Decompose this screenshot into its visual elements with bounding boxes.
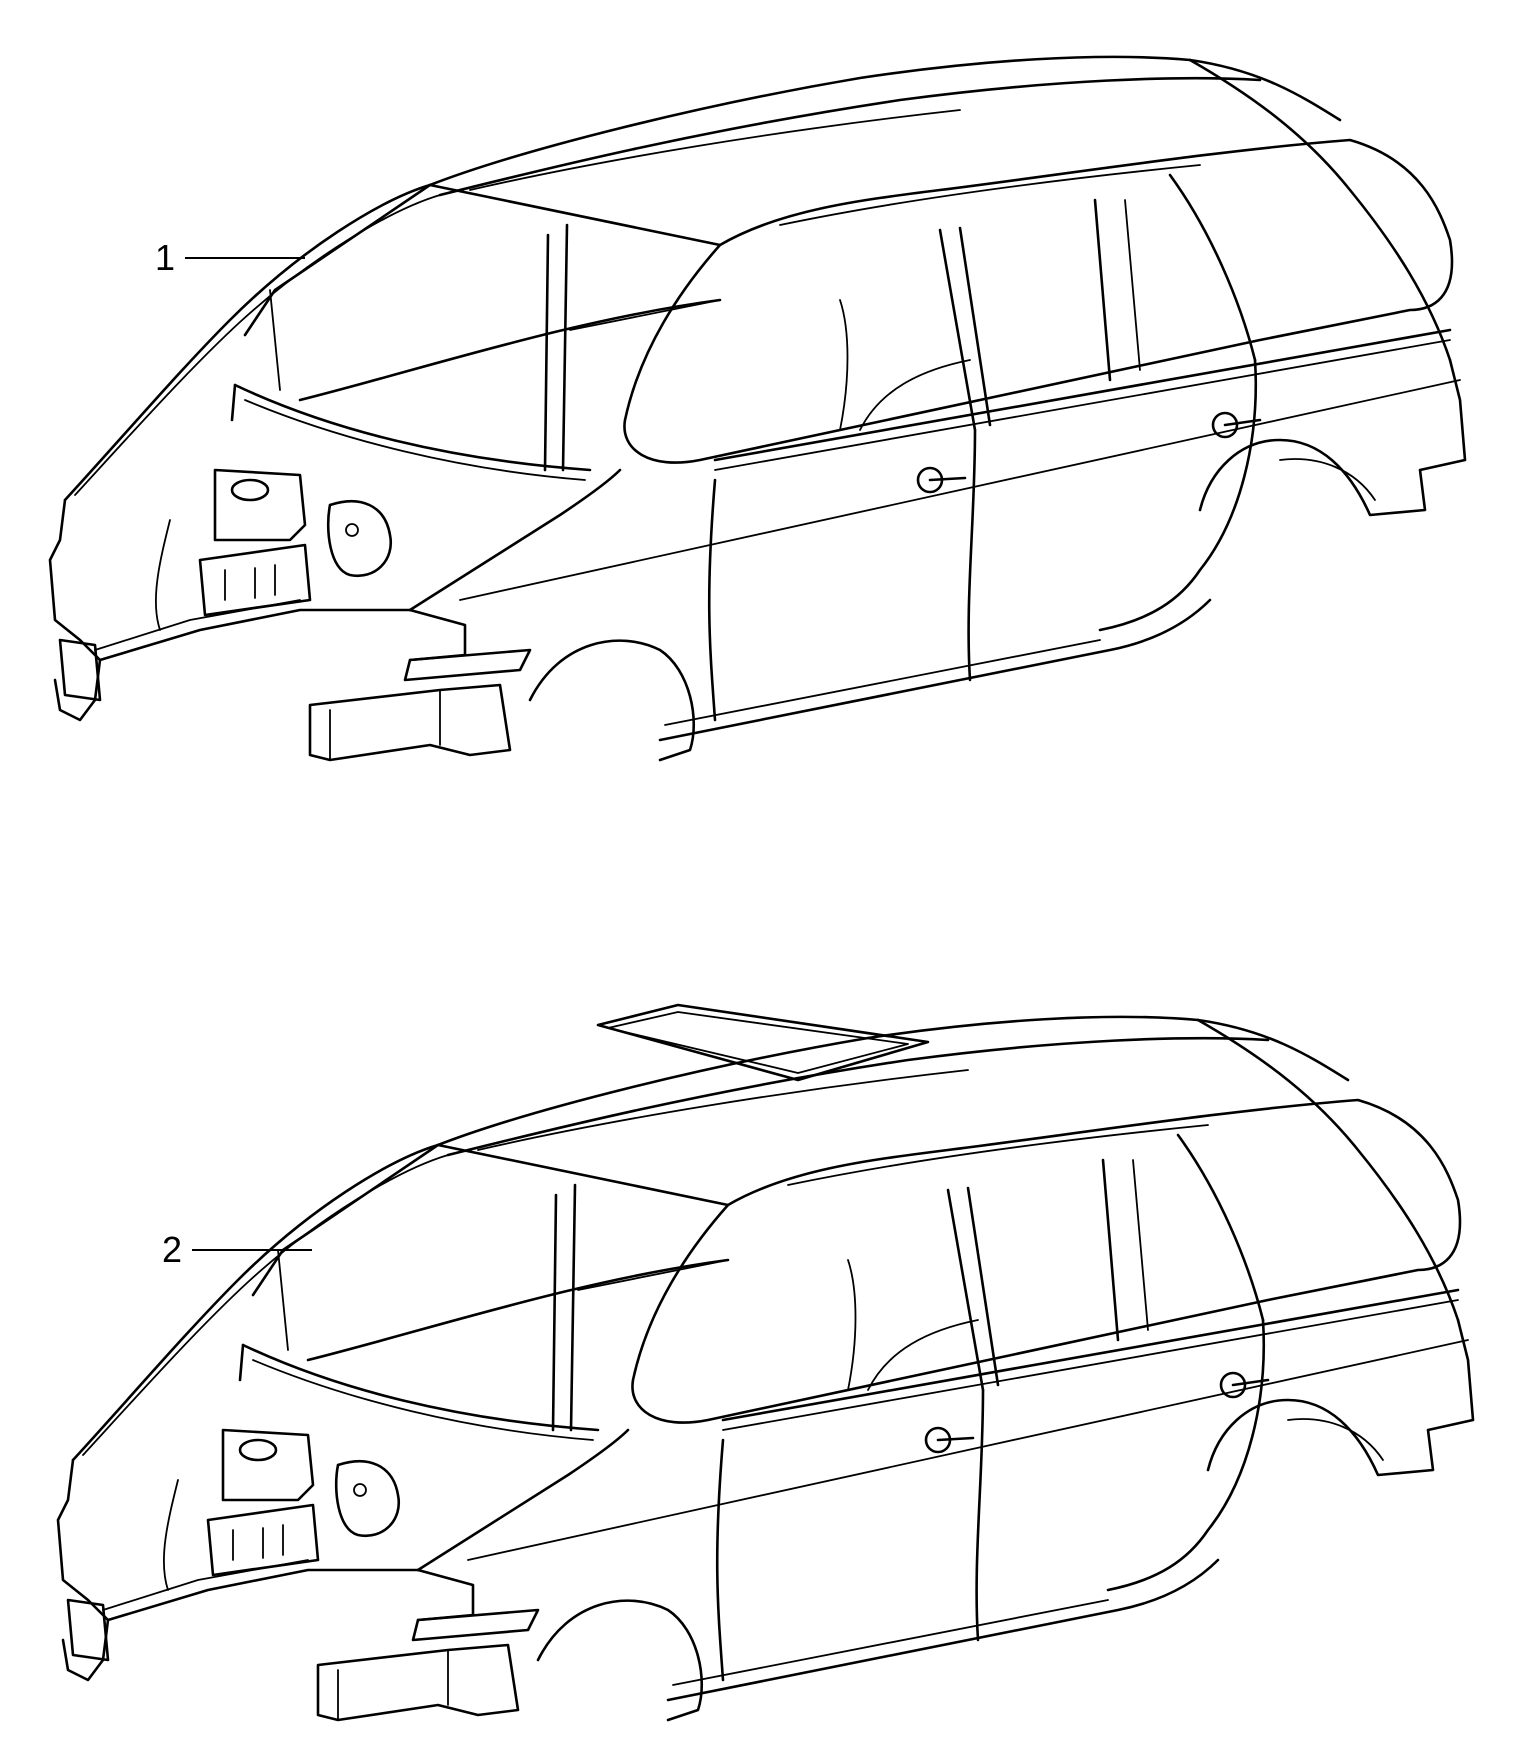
van-body-2 bbox=[56, 1003, 1475, 1722]
callout-2: 2 bbox=[162, 1229, 312, 1270]
van-body-1 bbox=[48, 55, 1467, 762]
sunroof-panel bbox=[596, 1003, 930, 1082]
callout-2-number: 2 bbox=[162, 1229, 182, 1270]
callout-1: 1 bbox=[155, 237, 305, 278]
callout-1-number: 1 bbox=[155, 237, 175, 278]
